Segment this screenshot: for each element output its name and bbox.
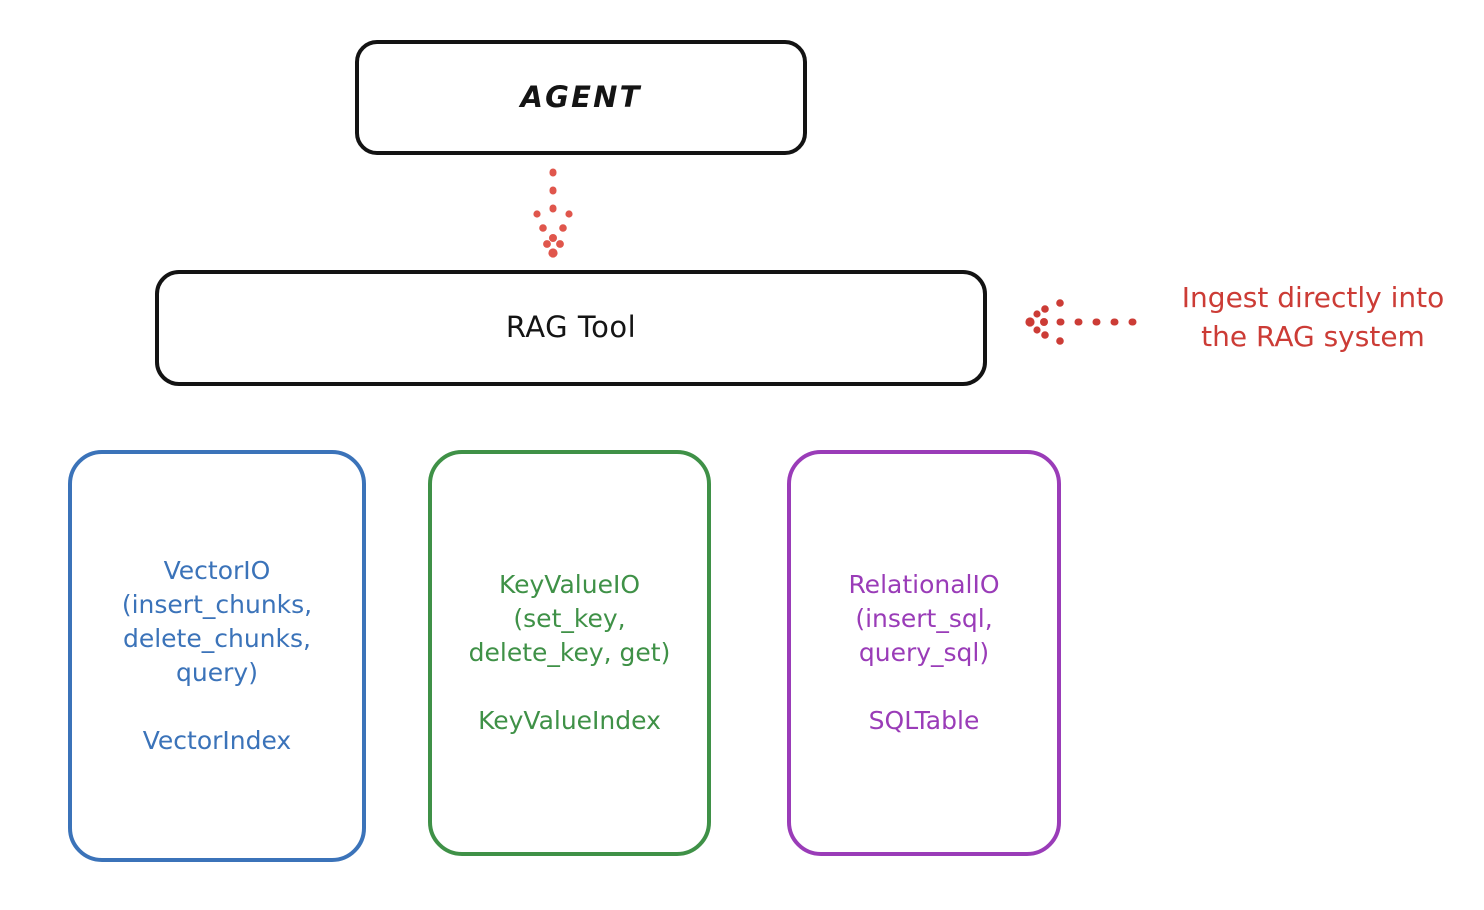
node-vector-io[interactable]: VectorIO (insert_chunks, delete_chunks, … <box>68 450 366 862</box>
connector-ingest-to-rag-tool <box>1025 299 1140 345</box>
connector-agent-to-rag-tool <box>533 168 573 258</box>
node-key-value-io[interactable]: KeyValueIO (set_key, delete_key, get) Ke… <box>428 450 711 856</box>
node-vector-io-label: VectorIO (insert_chunks, delete_chunks, … <box>121 556 313 755</box>
node-agent-label: AGENT <box>520 79 642 114</box>
node-relational-io[interactable]: RelationalIO (insert_sql, query_sql) SQL… <box>787 450 1061 856</box>
node-rag-tool[interactable]: RAG Tool <box>155 270 987 386</box>
node-agent[interactable]: AGENT <box>355 40 807 155</box>
node-rag-tool-label: RAG Tool <box>505 310 637 345</box>
node-relational-io-label: RelationalIO (insert_sql, query_sql) SQL… <box>848 570 1000 735</box>
node-key-value-io-label: KeyValueIO (set_key, delete_key, get) Ke… <box>468 570 671 735</box>
annotation-ingest-directly: Ingest directly into the RAG system <box>1181 281 1445 354</box>
